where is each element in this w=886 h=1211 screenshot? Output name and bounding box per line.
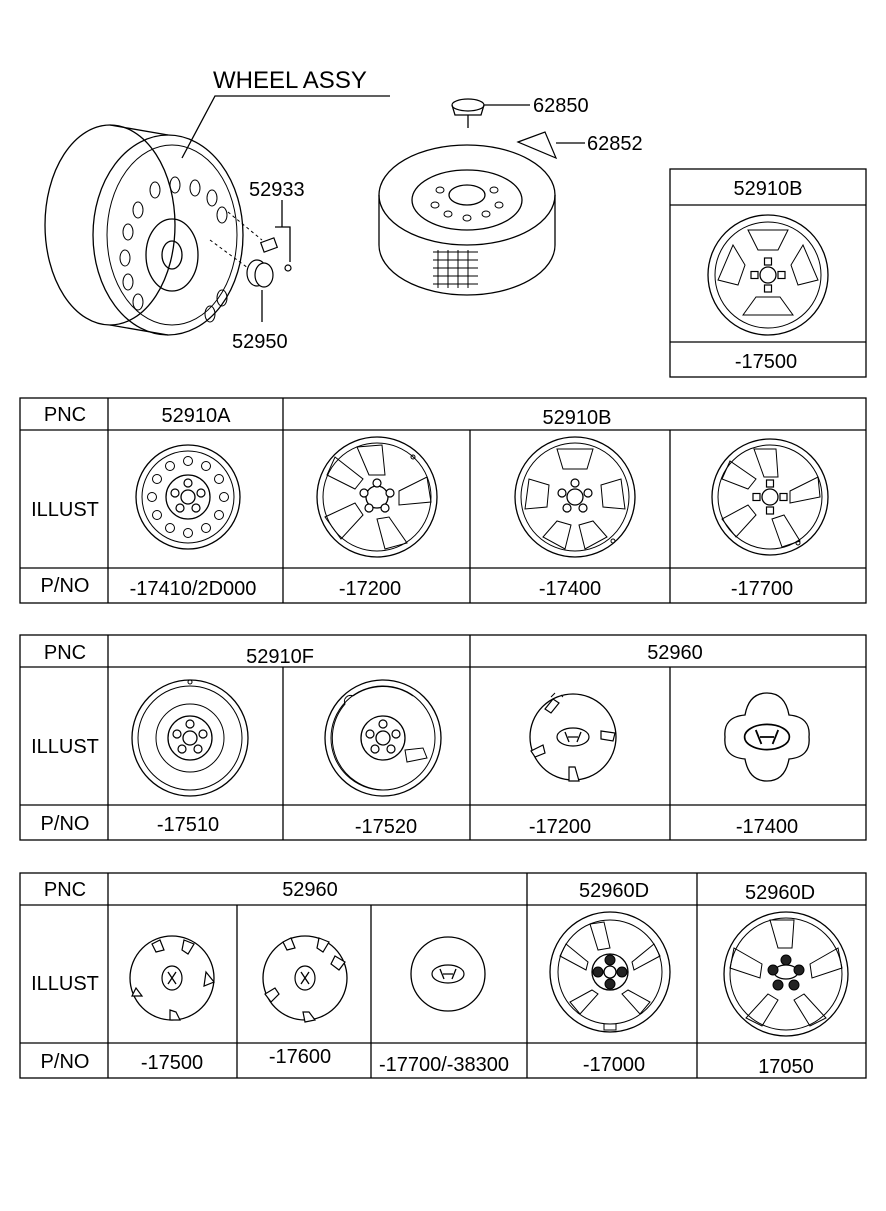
wheel-assembly-illustration [44, 95, 390, 336]
steel-wheel-icon [131, 679, 249, 797]
table1-pno-3: -17700 [731, 578, 793, 600]
table2-pno-label: P/NO [41, 813, 90, 835]
callout-52950: 52950 [232, 331, 288, 353]
alloy-wheel-icon [316, 436, 438, 558]
alloy-wheel-icon [514, 436, 636, 558]
hubcap-icon [529, 692, 617, 782]
table3-pno-4: 17050 [758, 1056, 814, 1078]
table2-pno-3: -17400 [736, 816, 798, 838]
hubcap-icon [262, 935, 348, 1023]
wheel-cover-icon [723, 911, 849, 1037]
table3-pnc-2: 52960D [745, 882, 815, 904]
inset-pno: -17500 [735, 351, 797, 373]
table3-pno-1: -17600 [269, 1046, 331, 1068]
table3-pno-3: -17000 [583, 1054, 645, 1076]
table1-pno-0: -17410/2D000 [130, 578, 257, 600]
table1-pno-label: P/NO [41, 575, 90, 597]
table2-pno-2: -17200 [529, 816, 591, 838]
table1-illust-label: ILLUST [31, 499, 99, 521]
table-2: PNC ILLUST P/NO 52910F 52960 -17510 -175… [19, 634, 867, 841]
table-1: PNC ILLUST P/NO 52910A 52910B -17410/2D0… [19, 397, 867, 604]
callout-labels: WHEEL ASSY 52933 52950 62850 62852 [213, 67, 643, 353]
table3-pnc-0: 52960 [282, 879, 338, 901]
table3-pnc-label: PNC [44, 879, 86, 901]
table3-illust-label: ILLUST [31, 973, 99, 995]
table1-pno-1: -17200 [339, 578, 401, 600]
table2-illust-label: ILLUST [31, 736, 99, 758]
table1-pno-2: -17400 [539, 578, 601, 600]
table2-pno-0: -17510 [157, 814, 219, 836]
callout-62852: 62852 [587, 133, 643, 155]
table-3: PNC ILLUST P/NO 52960 52960D 52960D -175… [19, 872, 867, 1079]
inset-wheel-icon [707, 214, 829, 336]
wheel-cover-icon [549, 911, 671, 1033]
table2-pnc-0: 52910F [246, 646, 314, 668]
table2-pnc-1: 52960 [647, 642, 703, 664]
inset-pnc: 52910B [734, 178, 803, 200]
center-cap-icon [410, 936, 486, 1012]
callout-52933: 52933 [249, 179, 305, 201]
table2-pnc-label: PNC [44, 642, 86, 664]
table3-pnc-1: 52960D [579, 880, 649, 902]
spare-tire-illustration [378, 98, 585, 296]
wheel-assy-title: WHEEL ASSY [213, 67, 367, 94]
callout-62850: 62850 [533, 95, 589, 117]
table1-pnc-label: PNC [44, 404, 86, 426]
hubcap-icon [129, 935, 215, 1021]
table3-pno-0: -17500 [141, 1052, 203, 1074]
table3-pno-2: -17700/-38300 [379, 1054, 509, 1076]
steel-wheel-icon [324, 679, 442, 797]
table1-pnc-0: 52910A [162, 405, 232, 427]
table2-pno-1: -17520 [355, 816, 417, 838]
steel-wheel-icon [135, 444, 241, 550]
table1-pnc-1: 52910B [543, 407, 612, 429]
inset-box: 52910B -17500 [669, 168, 867, 378]
hub-cover-icon [724, 692, 810, 782]
table3-pno-label: P/NO [41, 1051, 90, 1073]
alloy-wheel-icon [711, 438, 829, 556]
